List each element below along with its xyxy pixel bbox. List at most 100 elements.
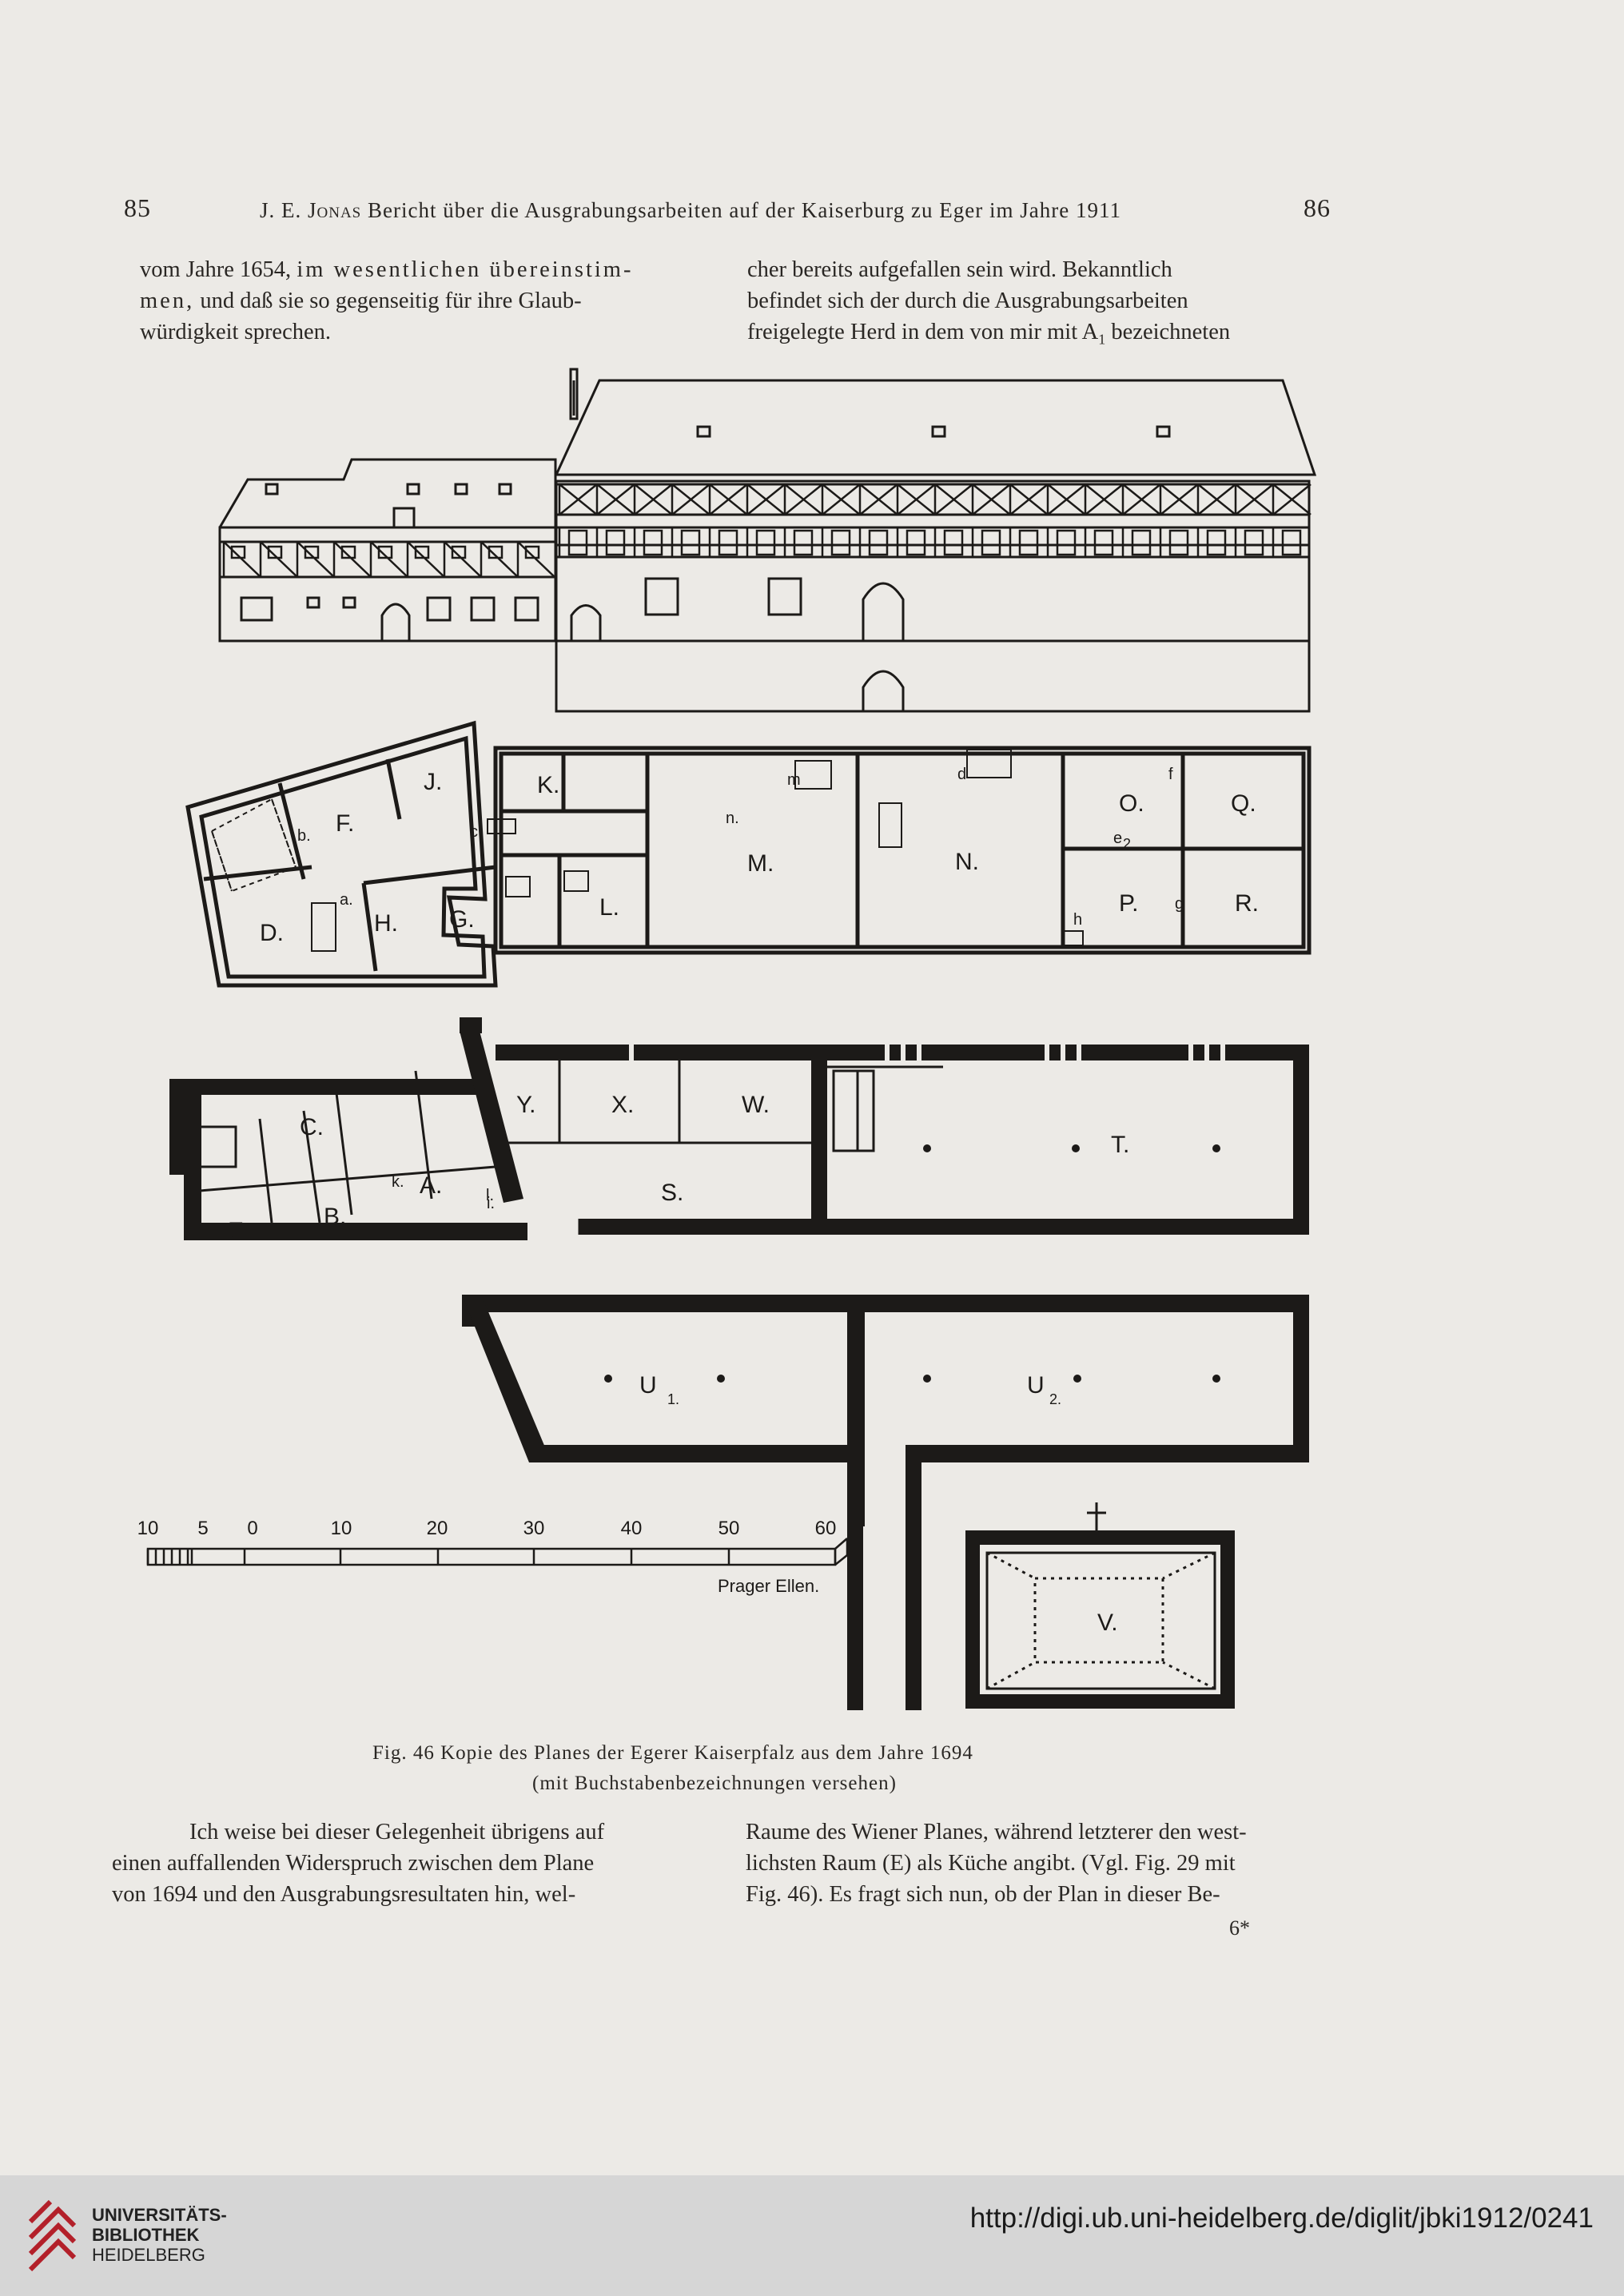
- room-subscript: 2: [1123, 836, 1131, 852]
- article-title: Bericht über die Ausgrabungsarbeiten auf…: [368, 198, 1121, 222]
- room-label: W.: [742, 1092, 770, 1118]
- text-line: von 1694 und den Ausgrabungsresultaten h…: [112, 1882, 576, 1907]
- timber-frame-bay: [1084, 483, 1124, 557]
- running-head: 85 J. E. Jonas Bericht über die Ausgrabu…: [124, 193, 1331, 225]
- mark-letter: l.: [486, 1187, 494, 1204]
- timber-frame-bay: [222, 541, 261, 578]
- timber-frame-bay: [369, 541, 408, 578]
- room-label: T.: [1111, 1132, 1129, 1158]
- text-line: Ich weise bei dieser Gelegenheit übrigen…: [189, 1820, 605, 1844]
- text-line: lichsten Raum (E) als Küche angibt. (Vgl…: [746, 1851, 1236, 1876]
- text-line: befindet sich der durch die Ausgrabungsa…: [747, 288, 1188, 313]
- room-label: D.: [260, 920, 284, 946]
- text-column-left-bottom: Ich weise bei dieser Gelegenheit übrigen…: [112, 1817, 715, 1910]
- text-line: freigelegte Herd in dem von mir mit A1 b…: [747, 320, 1231, 348]
- timber-frame-bay: [783, 483, 823, 557]
- text-column-left-top: vom Jahre 1654, im wesentlichen übereins…: [140, 254, 719, 348]
- mark-letter: k.: [392, 1173, 404, 1191]
- room-label: U: [1027, 1372, 1045, 1399]
- timber-frame-bay: [332, 541, 372, 578]
- room-label: O.: [1119, 790, 1144, 817]
- text-line: einen auffallenden Widerspruch zwischen …: [112, 1851, 595, 1876]
- page-number-right: 86: [1304, 193, 1331, 222]
- caption-line-2: (mit Buchstabenbezeichnungen versehen): [532, 1773, 897, 1794]
- scale-number: 5: [197, 1518, 208, 1539]
- room-label: L.: [599, 894, 619, 921]
- room-label: Q.: [1231, 790, 1256, 817]
- caption-line-1: Fig. 46 Kopie des Planes der Egerer Kais…: [372, 1742, 973, 1764]
- page-number-left: 85: [124, 193, 151, 222]
- permalink-url[interactable]: http://digi.ub.uni-heidelberg.de/diglit/…: [969, 2202, 1594, 2234]
- scale-number: 50: [718, 1518, 740, 1539]
- scale-number: 10: [331, 1518, 352, 1539]
- room-subscript: 2.: [1049, 1391, 1061, 1407]
- mark-letter: b.: [297, 827, 311, 845]
- timber-frame-bay: [480, 541, 519, 578]
- text-column-right-bottom: Raume des Wiener Planes, während letzter…: [746, 1817, 1329, 1910]
- room-label: S.: [661, 1180, 683, 1206]
- mark-letter: a.: [340, 891, 353, 909]
- mark-letter: f: [1168, 766, 1173, 783]
- header-title-line: J. E. Jonas Bericht über die Ausgrabungs…: [260, 198, 1121, 223]
- scale-number: 20: [427, 1518, 448, 1539]
- room-label: A.: [420, 1172, 442, 1199]
- timber-frame-bay: [708, 483, 748, 557]
- signature-mark: 6*: [1229, 1916, 1250, 1940]
- mark-letter: m: [787, 771, 801, 789]
- room-label: F.: [336, 810, 354, 837]
- timber-frame-bay: [259, 541, 298, 578]
- mark-letter: i.: [487, 1195, 495, 1212]
- timber-frame-bay: [671, 483, 710, 557]
- scale-number: 30: [523, 1518, 545, 1539]
- timber-frame-bay: [1046, 483, 1086, 557]
- timber-frame-bay: [595, 483, 635, 557]
- timber-frame-bay: [443, 541, 482, 578]
- timber-frame-bay: [746, 483, 786, 557]
- scale-number: 10: [137, 1518, 159, 1539]
- mark-letter: c: [470, 823, 478, 841]
- timber-frame-bay: [1121, 483, 1161, 557]
- room-label: M.: [747, 850, 774, 877]
- room-label: H.: [374, 910, 398, 937]
- scale-unit-label: Prager Ellen.: [718, 1576, 819, 1596]
- room-label: X.: [611, 1092, 634, 1118]
- mark-letter: e: [1113, 830, 1122, 847]
- text-line: men, und daß sie so gegenseitig für ihre…: [140, 288, 582, 313]
- mark-letter: n.: [726, 810, 739, 827]
- timber-frame-bay: [633, 483, 673, 557]
- text-line: vom Jahre 1654, im wesentlichen übereins…: [140, 257, 634, 282]
- room-label: Y.: [516, 1092, 535, 1118]
- timber-frame-bay: [406, 541, 445, 578]
- timber-frame-bay: [1009, 483, 1049, 557]
- room-label: J.: [424, 769, 442, 795]
- room-subscript: 1.: [667, 1391, 679, 1407]
- room-label: N.: [955, 849, 979, 875]
- room-label: R.: [1235, 890, 1259, 917]
- text-line: Raume des Wiener Planes, während letzter…: [746, 1820, 1247, 1844]
- room-label: B.: [324, 1204, 346, 1230]
- room-label: P.: [1119, 890, 1138, 917]
- room-label: E.: [228, 1218, 250, 1244]
- timber-frame-bay: [1196, 483, 1236, 557]
- text-column-right-top: cher bereits aufgefallen sein wird. Beka…: [747, 254, 1331, 356]
- scale-number: 40: [621, 1518, 643, 1539]
- text-line: Fig. 46). Es fragt sich nun, ob der Plan…: [746, 1882, 1220, 1907]
- room-label: U: [639, 1372, 657, 1399]
- library-logo-icon[interactable]: [22, 2194, 86, 2282]
- room-label: V.: [1097, 1610, 1118, 1636]
- timber-frame-bay: [1234, 483, 1274, 557]
- room-label: C.: [300, 1114, 324, 1140]
- castle-plan-figure: J.K.F.D.H.G.L.M.N.O.Q.P.R.C.A.B.E.Y.X.W.…: [137, 368, 1317, 1710]
- timber-frame-bay: [821, 483, 861, 557]
- viewer-footer: [0, 2175, 1624, 2296]
- mark-letter: g: [1175, 895, 1184, 913]
- timber-frame-bay: [933, 483, 973, 557]
- scale-number: 60: [815, 1518, 837, 1539]
- mark-letter: d: [957, 766, 966, 783]
- text-line: cher bereits aufgefallen sein wird. Beka…: [747, 257, 1172, 282]
- room-label: G.: [449, 906, 475, 933]
- timber-frame-bay: [858, 483, 898, 557]
- library-name[interactable]: UNIVERSITÄTS- BIBLIOTHEK HEIDELBERG: [92, 2205, 227, 2265]
- author-name: J. E. Jonas: [260, 198, 362, 222]
- timber-frame-bay: [1159, 483, 1199, 557]
